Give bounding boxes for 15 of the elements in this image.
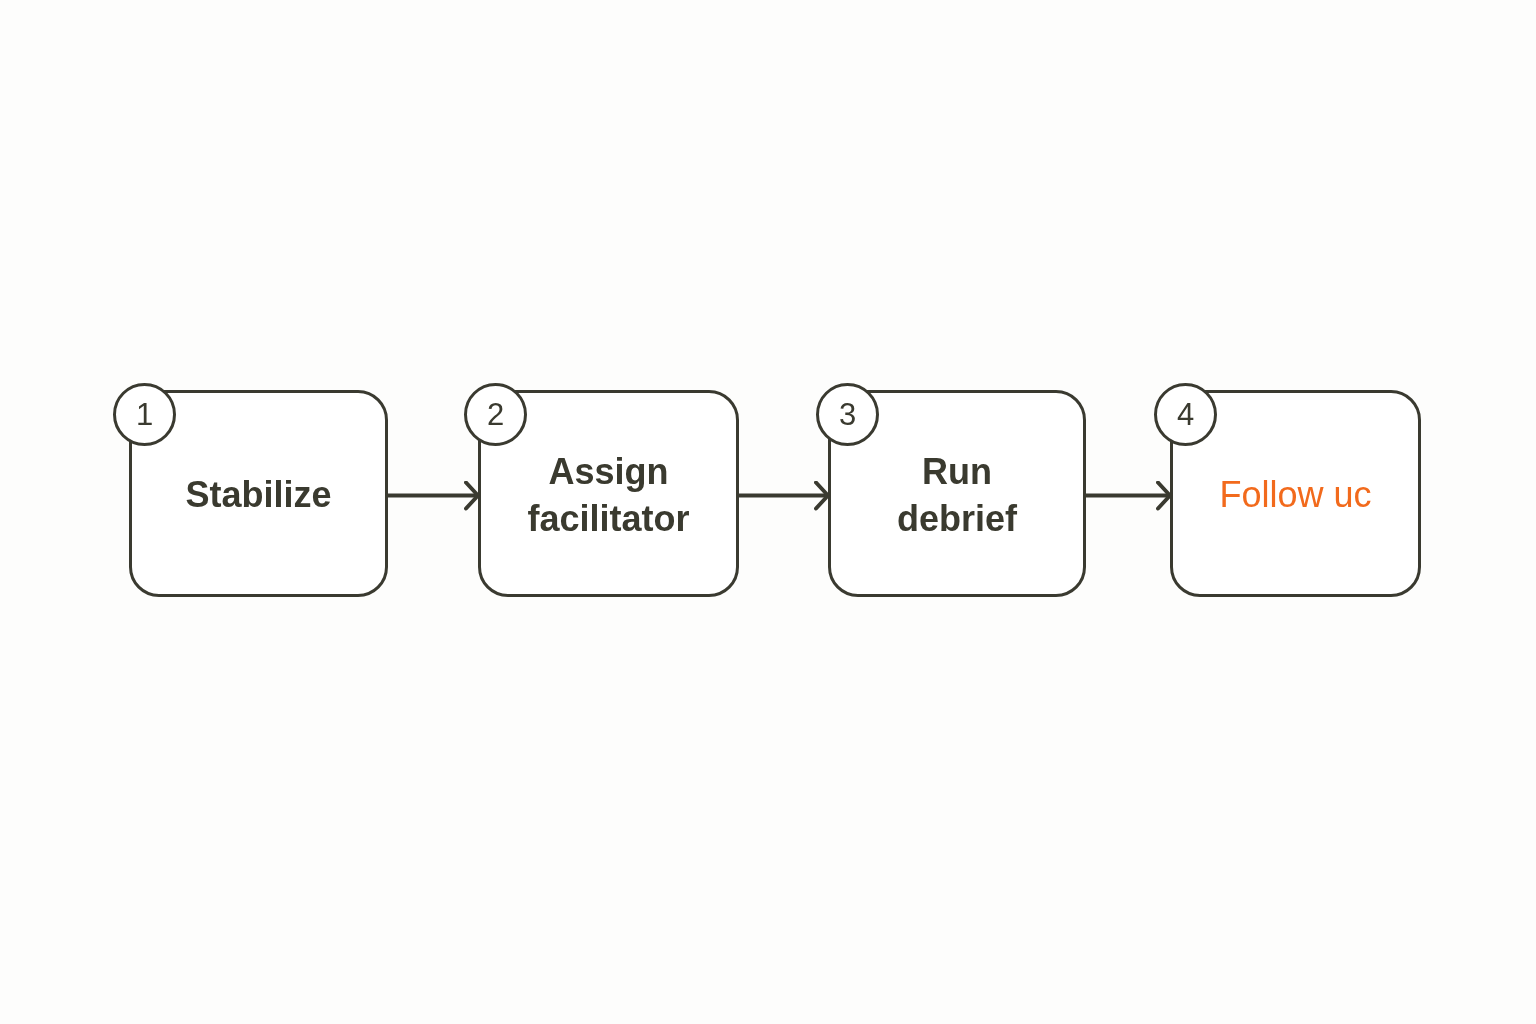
step-number-badge: 4 [1154, 383, 1217, 446]
step-box [129, 390, 388, 597]
step-label: Run debrief [896, 449, 1018, 541]
arrow [739, 480, 830, 511]
step-number-badge: 3 [816, 383, 879, 446]
step-label: Assign facilitator [526, 449, 691, 541]
step-label: Follow uc [1219, 473, 1372, 518]
step-number-badge: 1 [113, 383, 176, 446]
step-number-badge: 2 [464, 383, 527, 446]
step-label: Stabilize [185, 473, 332, 518]
arrow [1086, 480, 1172, 511]
step-box [828, 390, 1086, 597]
step-box [478, 390, 739, 597]
step-box [1170, 390, 1421, 597]
arrow [388, 480, 480, 511]
